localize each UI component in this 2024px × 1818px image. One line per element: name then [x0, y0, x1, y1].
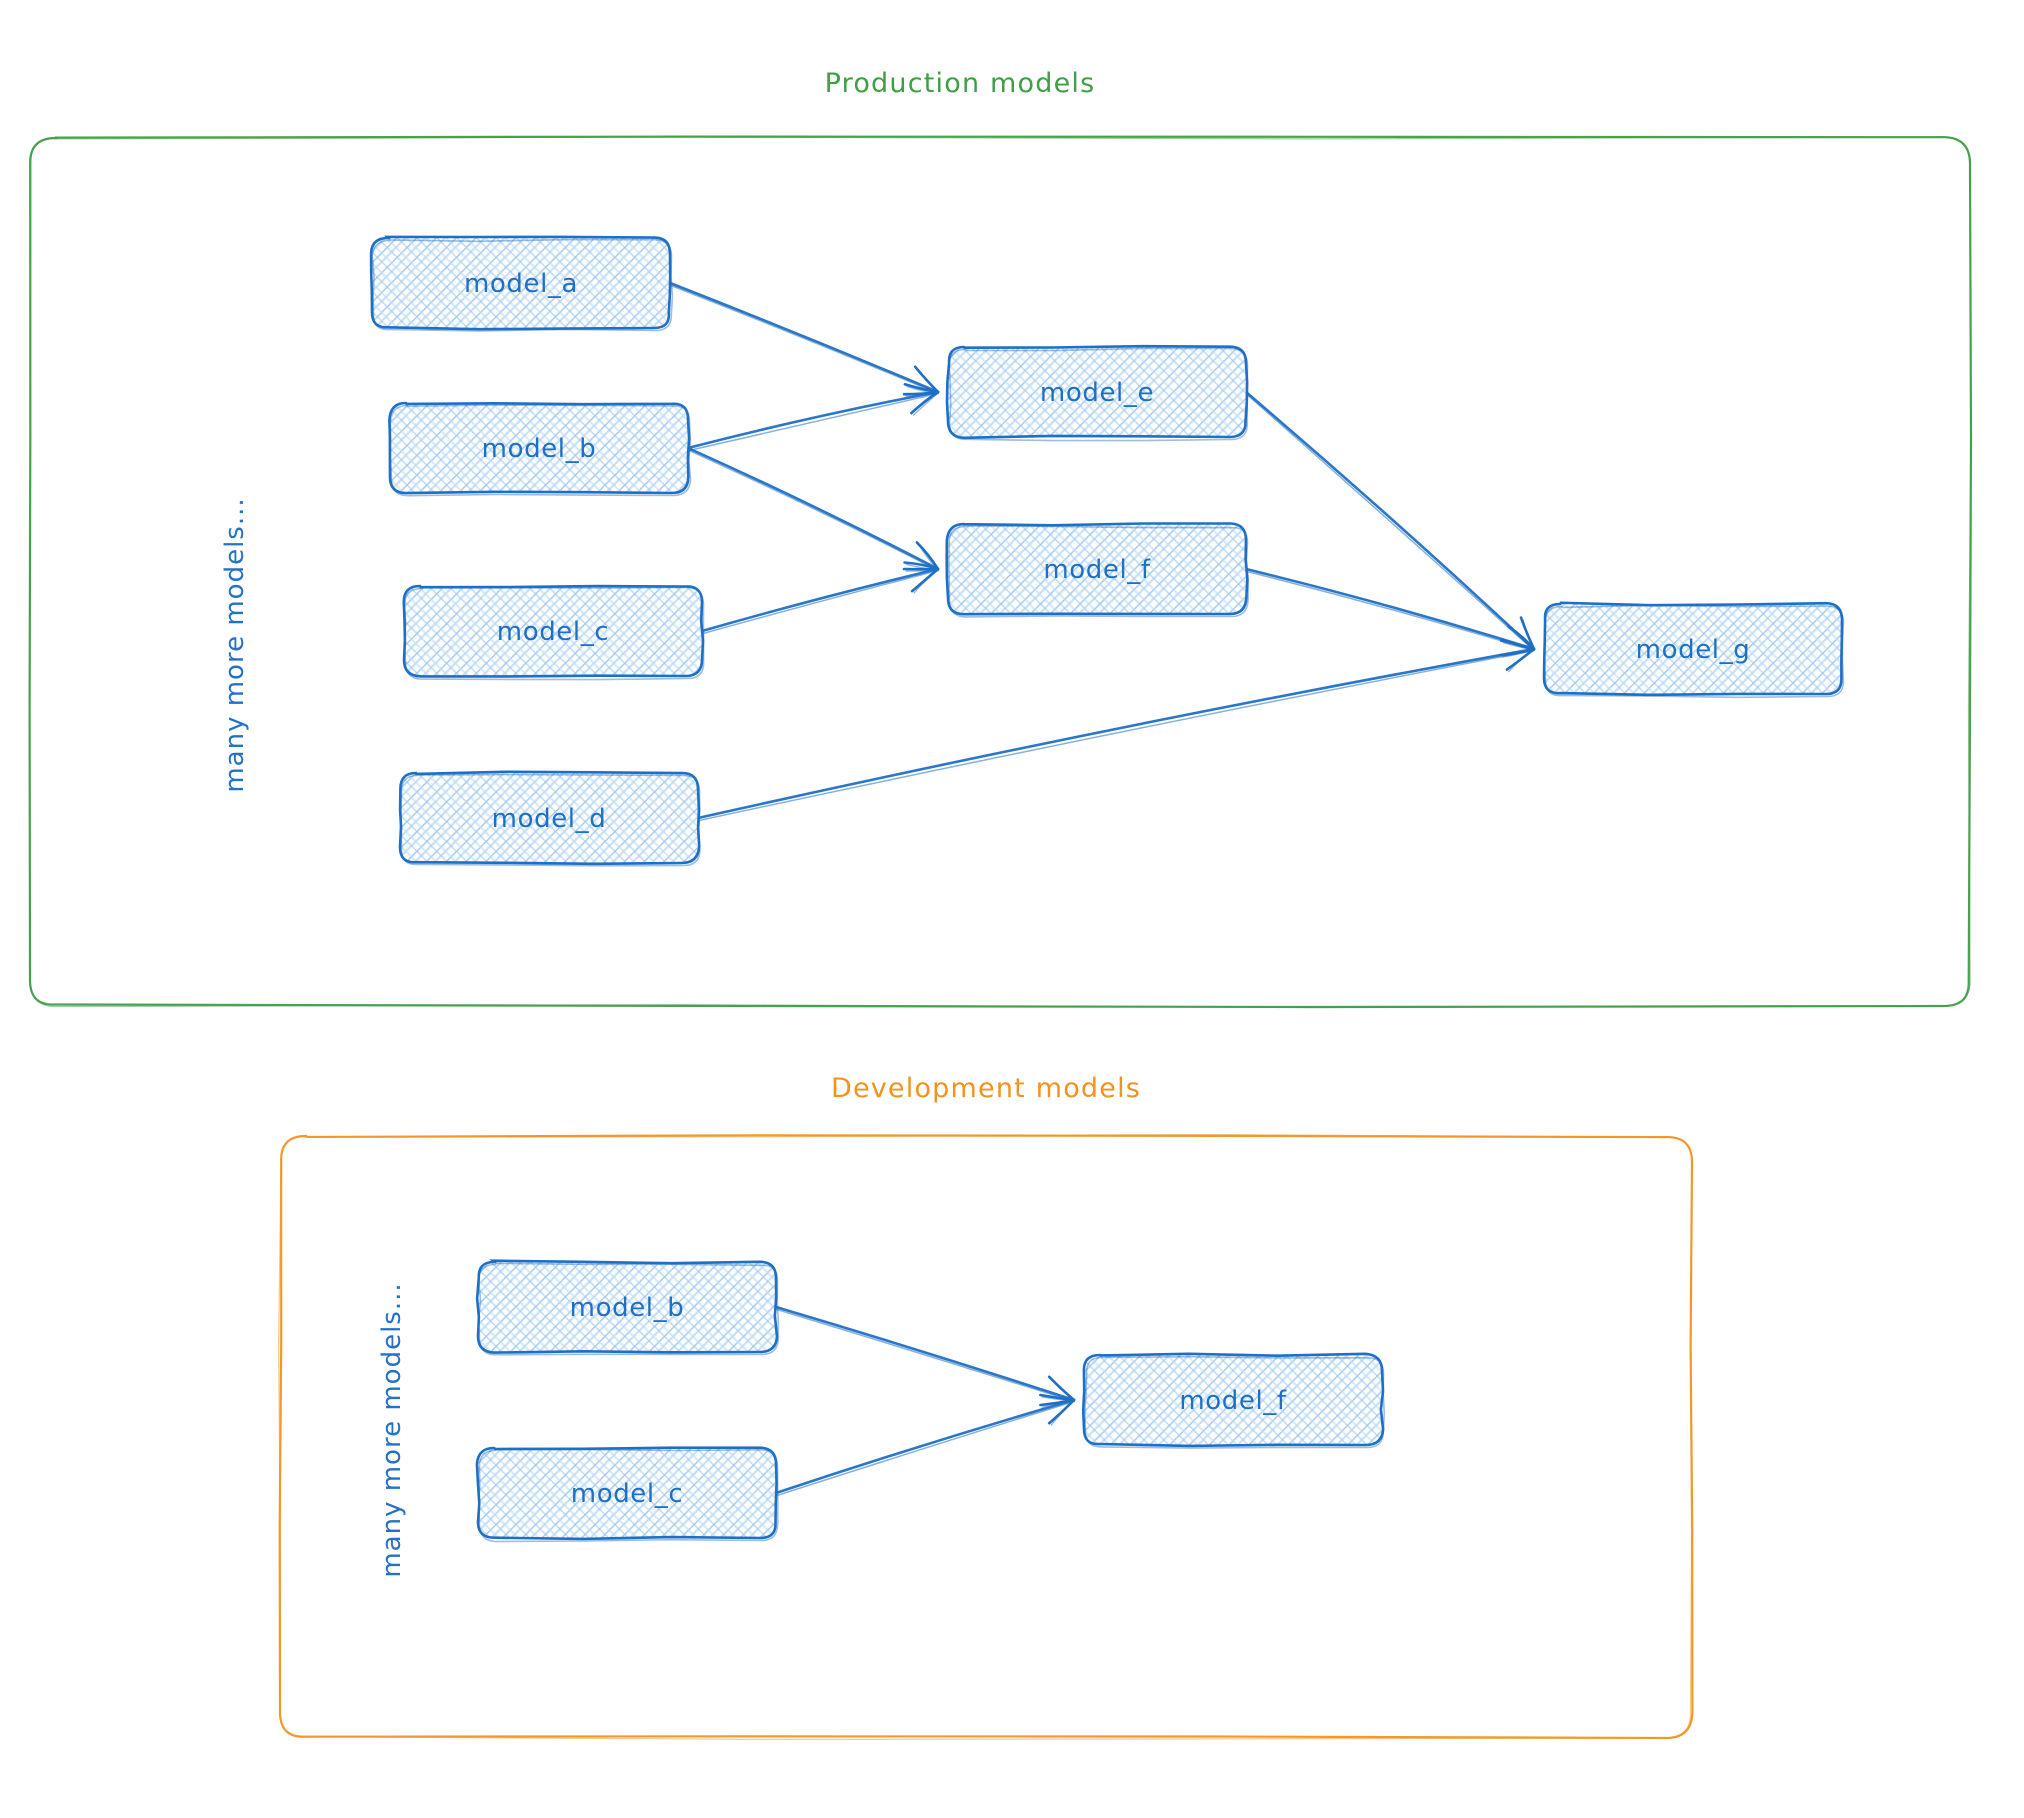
model-node-label: model_c: [571, 1479, 683, 1509]
edge-arrow: [686, 446, 940, 572]
edge-arrow: [668, 281, 940, 397]
model-node[interactable]: model_f: [1081, 1352, 1386, 1449]
group-container-development: [277, 1133, 1694, 1741]
edge-arrow: [774, 1305, 1076, 1408]
model-node-label: model_b: [482, 434, 597, 464]
model-node[interactable]: model_g: [1542, 601, 1845, 699]
model-node-label: model_d: [492, 804, 607, 834]
edge-arrow: [700, 561, 940, 635]
model-node-label: model_f: [1043, 555, 1151, 585]
model-node-label: model_g: [1636, 635, 1751, 665]
model-node[interactable]: model_d: [398, 770, 701, 867]
edge-arrow: [686, 383, 940, 452]
model-node-label: model_f: [1179, 1386, 1287, 1416]
group-container-production: [28, 135, 1973, 1009]
model-node-label: model_c: [497, 617, 609, 647]
side-note-development: many more models...: [377, 1282, 407, 1577]
model-node[interactable]: model_c: [475, 1446, 779, 1543]
model-node[interactable]: model_f: [945, 522, 1250, 618]
edge-arrow: [1244, 390, 1536, 652]
side-note-production: many more models...: [220, 497, 250, 792]
model-node[interactable]: model_e: [945, 344, 1249, 442]
model-node-label: model_e: [1040, 378, 1154, 408]
model-node[interactable]: model_b: [388, 401, 692, 497]
model-node[interactable]: model_c: [402, 584, 705, 681]
model-node-label: model_b: [570, 1293, 685, 1323]
group-title-production: Production models: [825, 68, 1096, 99]
edge-arrow: [1244, 567, 1536, 658]
model-node-label: model_a: [464, 269, 578, 299]
model-node[interactable]: model_b: [475, 1259, 780, 1356]
edge-arrow: [696, 639, 1536, 822]
model-node[interactable]: model_a: [369, 235, 674, 332]
group-title-development: Development models: [831, 1073, 1141, 1104]
edge-arrow: [774, 1393, 1076, 1497]
